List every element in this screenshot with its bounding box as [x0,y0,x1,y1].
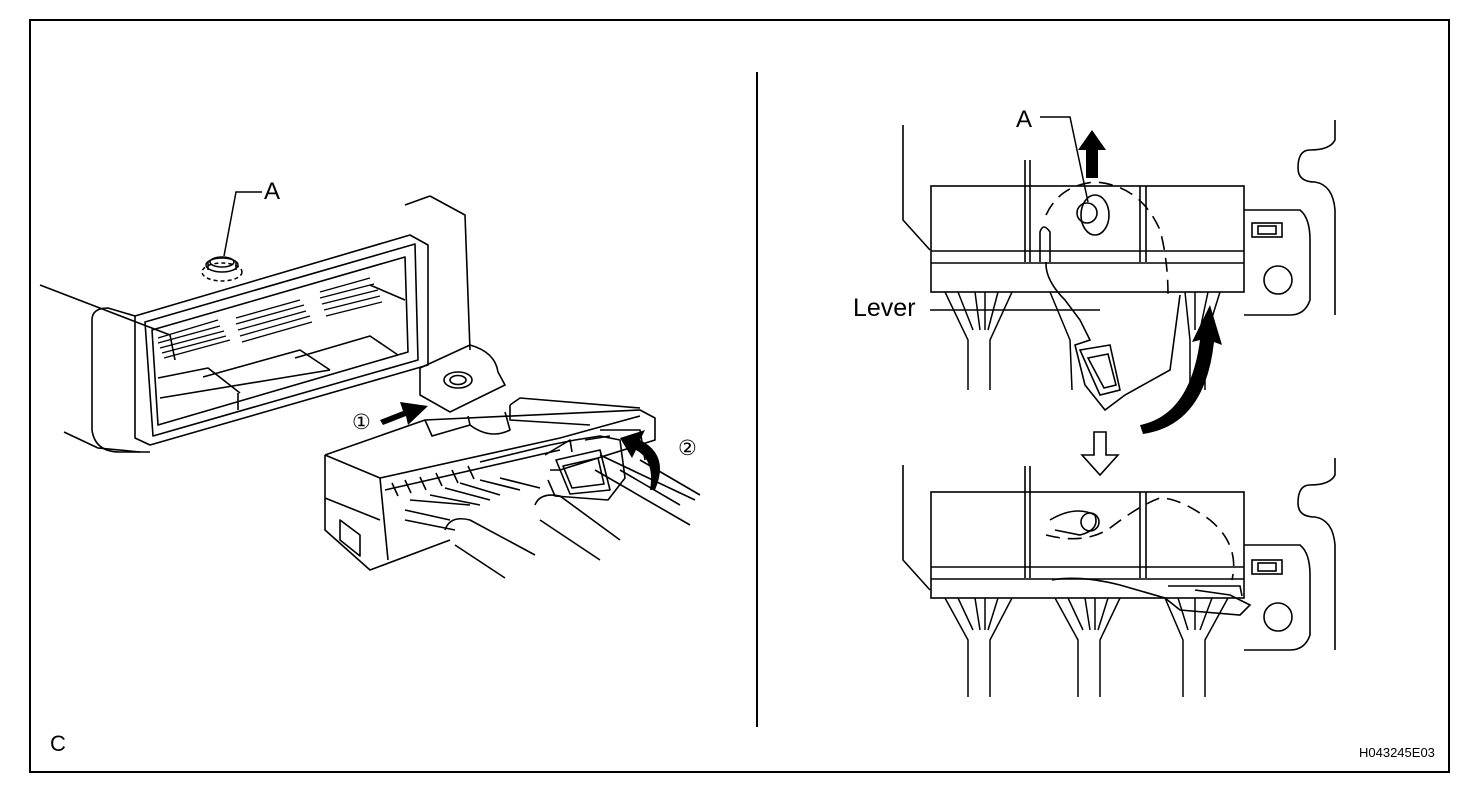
step-one-marker: ① [352,411,371,434]
terminal-pins [157,277,383,359]
corner-letter: C [50,731,66,756]
lever-label: Lever [853,294,916,322]
wire-harness [444,454,701,579]
up-arrow [1078,130,1106,178]
ecu-body-top [902,120,1336,316]
ecu-body-bottom [902,458,1336,651]
lever-swing-arrow [1140,305,1222,434]
ecu-housing [39,195,471,453]
callout-line-a-right [1040,116,1089,203]
callout-a-right: A [1016,106,1033,133]
connector-top [930,160,1245,412]
wire-bundles-bottom [944,597,1229,697]
step-two-marker: ② [678,437,697,460]
mounting-bracket [419,344,507,413]
down-hollow-arrow [1080,431,1120,477]
insert-arrow [380,402,428,425]
panel-divider [756,72,758,727]
bolt-a [201,256,243,282]
figure-frame [29,19,1450,773]
callout-line-a-left [223,191,262,257]
callout-a-left: A [264,178,281,205]
lever-rotate-arrow [620,430,660,490]
figure-code: H043245E03 [1359,745,1435,760]
connector-bottom [930,466,1252,616]
connector-plug [324,397,656,571]
